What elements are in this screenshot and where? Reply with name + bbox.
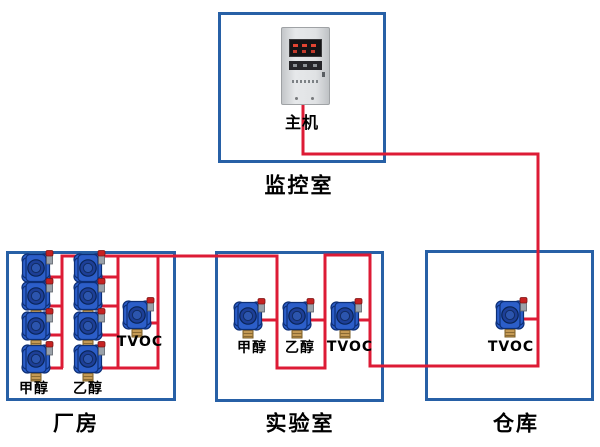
- controller-screws: [295, 97, 298, 100]
- factory-ethanol-label: 乙醇: [73, 381, 103, 397]
- factory-ethanol-detector-icon-4: [70, 341, 106, 383]
- lab-ethanol-detector-icon: [279, 298, 315, 340]
- lab-room-label: 实验室: [265, 411, 335, 436]
- controller-latch: [322, 72, 325, 77]
- lab-tvoc-detector-icon: [327, 298, 363, 340]
- controller-device: [281, 27, 330, 105]
- monitor-room-label: 监控室: [264, 173, 334, 198]
- lab-methanol-label: 甲醇: [237, 340, 267, 356]
- factory-tvoc-label: TVOC: [116, 334, 164, 350]
- controller-button-panel: [289, 61, 322, 70]
- factory-methanol-detector-icon-4: [18, 341, 54, 383]
- factory-methanol-label: 甲醇: [19, 381, 49, 397]
- lab-tvoc-label: TVOC: [326, 339, 374, 355]
- lab-methanol-detector-icon: [230, 298, 266, 340]
- warehouse-tvoc-label: TVOC: [487, 339, 535, 355]
- controller-display: [289, 39, 322, 57]
- controller-brand-text: [292, 80, 319, 83]
- warehouse-room-label: 仓库: [493, 411, 539, 436]
- lab-ethanol-label: 乙醇: [285, 340, 315, 356]
- warehouse-tvoc-detector-icon: [492, 297, 528, 339]
- factory-room-label: 厂房: [53, 411, 99, 436]
- device-label: 主机: [284, 113, 320, 132]
- factory-tvoc-detector-icon: [119, 297, 155, 339]
